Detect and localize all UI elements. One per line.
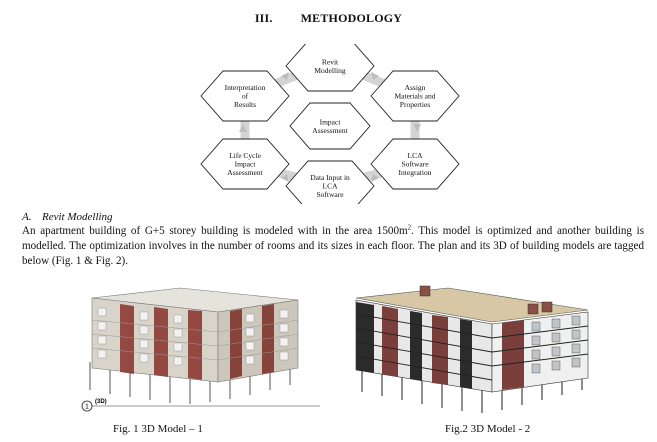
flow-node-label-line: Software xyxy=(401,160,429,169)
figure-2-building-model xyxy=(355,285,589,413)
section-number: III. xyxy=(254,11,273,25)
flow-node-label-line: Materials and xyxy=(394,92,435,101)
flow-node-label-line: Modelling xyxy=(314,66,345,75)
section-title: METHODOLOGY xyxy=(300,11,403,25)
flow-arrows xyxy=(239,72,421,182)
subsection-title: Revit Modelling xyxy=(42,211,113,223)
view-tag-number: 1 xyxy=(85,404,89,411)
flow-node-label-line: LCA xyxy=(323,182,339,191)
hexagon-shape xyxy=(285,160,375,204)
superscript-2: 2 xyxy=(407,223,412,232)
subsection-letter: A. xyxy=(22,211,32,223)
paragraph-part-2: . This model is optimized and another bu… xyxy=(22,225,645,268)
body-paragraph: An apartment building of G+5 storey buil… xyxy=(22,224,644,270)
hexagon-shape xyxy=(200,70,290,122)
subsection-heading: A. Revit Modelling xyxy=(22,211,113,223)
flow-node-label-line: Data Input in xyxy=(310,173,350,182)
flow-node-label-line: Assessment xyxy=(227,168,263,177)
flow-node-label-line: of xyxy=(242,92,249,101)
flow-node-label-line: Properties xyxy=(400,100,430,109)
view-tag: 1 (3D) xyxy=(81,399,320,412)
figure-2-caption: Fig.2 3D Model - 2 xyxy=(445,423,531,435)
hexagon-shape xyxy=(200,138,290,190)
flow-node-label-line: LCA xyxy=(408,151,424,160)
flow-node-label-line: Life Cycle xyxy=(229,151,262,160)
flow-node-label-line: Integration xyxy=(399,168,432,177)
flow-node-label-line: Impact xyxy=(235,160,257,169)
flow-node-label-line: Assign xyxy=(405,83,426,92)
flow-node-label-line: Impact xyxy=(320,117,342,126)
figure-1-caption: Fig. 1 3D Model – 1 xyxy=(113,423,203,435)
flow-node-label-line: Revit xyxy=(322,57,339,66)
hexagon-shape xyxy=(370,70,460,122)
flow-node-label-line: Interpretation xyxy=(225,83,266,92)
view-tag-text: (3D) xyxy=(95,399,107,405)
paragraph-part-1: An apartment building of G+5 storey buil… xyxy=(22,225,408,237)
hexagon-shape xyxy=(285,44,375,92)
section-heading: III. METHODOLOGY xyxy=(0,11,657,26)
hexagon-shape xyxy=(289,102,371,150)
figure-1-building-model: 1 (3D) xyxy=(81,287,320,412)
flow-node-label-line: Results xyxy=(234,100,256,109)
flow-node-label-line: Software xyxy=(316,190,344,199)
flow-node-label-line: Assessment xyxy=(312,126,348,135)
hexagon-shape xyxy=(370,138,460,190)
